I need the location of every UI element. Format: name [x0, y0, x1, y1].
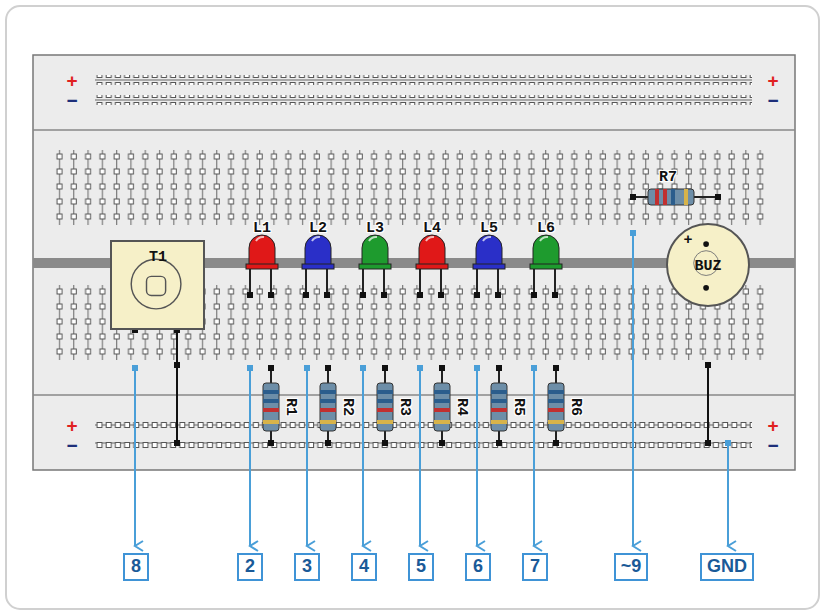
pin-box: ~9: [614, 553, 649, 581]
pin-box: 3: [294, 553, 320, 581]
part-label: R1: [283, 398, 298, 416]
part-label: T1: [149, 250, 167, 265]
part-label: R2: [340, 398, 355, 416]
part-label: BUZ: [694, 259, 721, 274]
part-label: R7: [659, 170, 677, 185]
pin-number: 5: [416, 556, 426, 576]
pin-number: ~9: [621, 556, 642, 576]
rail-sign: −: [767, 436, 778, 455]
part-label: L5: [480, 221, 498, 236]
part-label: L1: [253, 221, 271, 236]
pin-number: 3: [302, 556, 312, 576]
pin-number: 7: [530, 556, 540, 576]
rail-sign: +: [767, 416, 778, 435]
part-label: R5: [511, 398, 526, 416]
rail-sign: −: [66, 436, 77, 455]
pin-number: 6: [473, 556, 483, 576]
part-label: L6: [537, 221, 555, 236]
pin-box: GND: [700, 553, 754, 581]
pin-box: 5: [408, 553, 434, 581]
part-label: L4: [423, 221, 441, 236]
part-label: +: [683, 233, 692, 248]
pin-number: 8: [131, 556, 141, 576]
part-label: L2: [309, 221, 327, 236]
rail-sign: −: [66, 91, 77, 110]
pin-box: 4: [351, 553, 377, 581]
rail-sign: +: [767, 71, 778, 90]
pin-box: 8: [123, 553, 149, 581]
pin-number: 2: [245, 556, 255, 576]
part-label: R4: [454, 398, 469, 416]
pin-box: 2: [237, 553, 263, 581]
part-label: R3: [397, 398, 412, 416]
rail-sign: +: [66, 416, 77, 435]
rail-sign: −: [767, 91, 778, 110]
pin-number: GND: [707, 556, 747, 576]
rail-sign: +: [66, 71, 77, 90]
trimmer-box: T1: [110, 240, 205, 330]
pin-box: 7: [522, 553, 548, 581]
pin-box: 6: [465, 553, 491, 581]
buzzer-circle: +BUZ: [666, 223, 750, 307]
part-label: L3: [366, 221, 384, 236]
part-label: R6: [568, 398, 583, 416]
pin-number: 4: [359, 556, 369, 576]
